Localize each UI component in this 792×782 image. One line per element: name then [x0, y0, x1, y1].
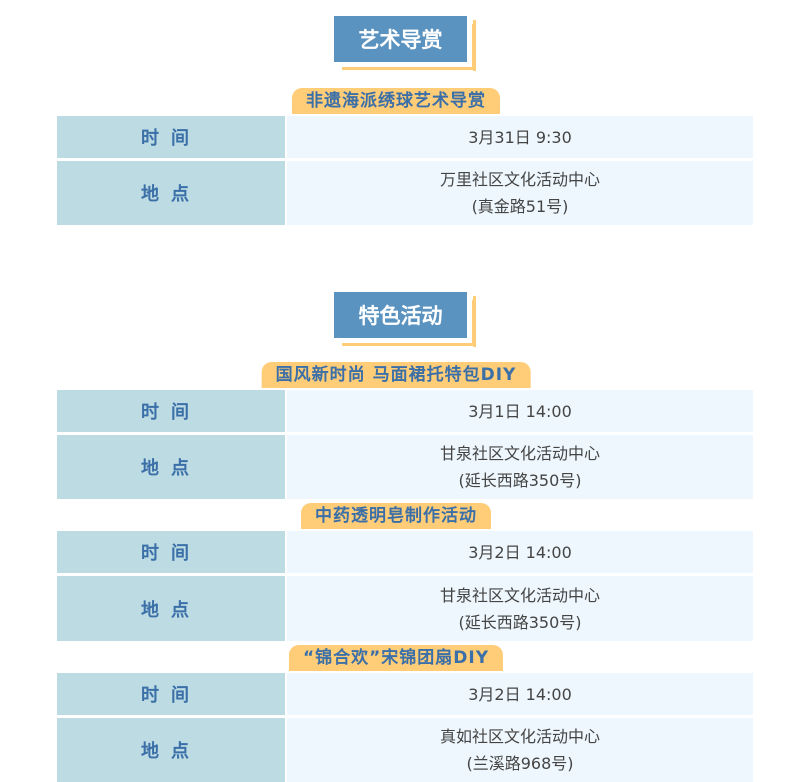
- venue-name: 真如社区文化活动中心: [439, 727, 600, 746]
- place-row: 地点 甘泉社区文化活动中心 (延长西路350号): [57, 435, 753, 499]
- time-label: 时间: [57, 673, 285, 715]
- place-row: 地点 甘泉社区文化活动中心 (延长西路350号): [57, 576, 753, 641]
- venue-address: (兰溪路968号): [466, 754, 574, 773]
- place-label: 地点: [57, 718, 285, 782]
- place-label: 地点: [57, 161, 285, 225]
- time-label: 时间: [57, 390, 285, 432]
- venue-address: (延长西路350号): [458, 612, 582, 632]
- section-title: 艺术导赏: [334, 16, 476, 71]
- place-value: 甘泉社区文化活动中心 (延长西路350号): [287, 435, 753, 499]
- event-name-tag: 中药透明皂制作活动: [301, 503, 491, 529]
- time-text: 3月2日 14:00: [468, 542, 572, 562]
- time-value: 3月2日 14:00: [287, 531, 753, 573]
- time-value: 3月31日 9:30: [287, 116, 753, 158]
- event-name-tag: 非遗海派绣球艺术导赏: [292, 88, 500, 114]
- venue-address: (真金路51号): [471, 197, 569, 216]
- time-label: 时间: [57, 531, 285, 573]
- time-value: 3月1日 14:00: [287, 390, 753, 432]
- place-row: 地点 万里社区文化活动中心 (真金路51号): [57, 161, 753, 225]
- time-row: 时间 3月1日 14:00: [57, 390, 753, 432]
- time-text: 3月2日 14:00: [468, 684, 572, 704]
- section-title: 特色活动: [334, 292, 476, 347]
- venue-address: (延长西路350号): [458, 471, 582, 490]
- venue-name: 甘泉社区文化活动中心: [439, 444, 600, 463]
- place-value: 甘泉社区文化活动中心 (延长西路350号): [287, 576, 753, 641]
- time-row: 时间 3月2日 14:00: [57, 531, 753, 573]
- time-row: 时间 3月31日 9:30: [57, 116, 753, 158]
- place-label: 地点: [57, 435, 285, 499]
- venue-name: 甘泉社区文化活动中心: [439, 585, 600, 605]
- place-value: 万里社区文化活动中心 (真金路51号): [287, 161, 753, 225]
- time-text: 3月1日 14:00: [468, 401, 572, 421]
- place-row: 地点 真如社区文化活动中心 (兰溪路968号): [57, 718, 753, 782]
- place-value: 真如社区文化活动中心 (兰溪路968号): [287, 718, 753, 782]
- time-text: 3月31日 9:30: [468, 127, 572, 147]
- event-name-tag: “锦合欢”宋锦团扇DIY: [288, 645, 504, 671]
- time-value: 3月2日 14:00: [287, 673, 753, 715]
- place-label: 地点: [57, 576, 285, 641]
- event-name-tag: 国风新时尚 马面裙托特包DIY: [261, 362, 531, 388]
- venue-name: 万里社区文化活动中心: [439, 170, 600, 189]
- time-label: 时间: [57, 116, 285, 158]
- time-row: 时间 3月2日 14:00: [57, 673, 753, 715]
